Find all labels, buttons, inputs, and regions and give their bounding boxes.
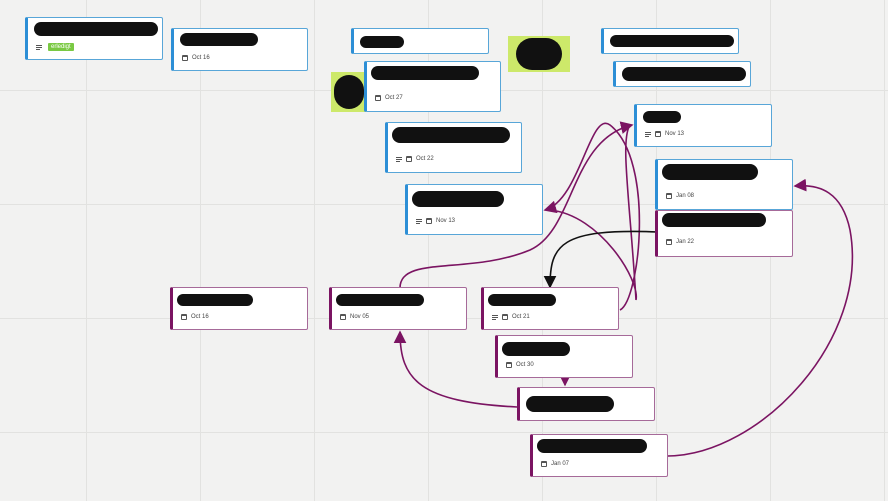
due-date: Jan 08 [676,193,695,199]
redacted-title [34,22,158,36]
redacted-title [537,439,647,453]
calendar-icon [541,461,547,467]
calendar-icon [666,239,672,245]
card[interactable]: Oct 30 [495,335,633,378]
redacted-title [502,342,570,356]
redacted-title [336,294,424,306]
redacted-text [334,75,364,109]
calendar-icon [655,131,661,137]
due-date: Nov 05 [350,314,370,320]
card[interactable]: Oct 27 [364,61,501,112]
redacted-title [622,67,746,81]
card[interactable]: Nov 13 [405,184,543,235]
card[interactable]: Oct 16 [170,287,308,330]
card[interactable]: Oct 21 [481,287,619,330]
redacted-title [177,294,253,306]
calendar-icon [182,55,188,61]
due-date: Oct 16 [191,314,209,320]
card[interactable]: Jan 08 [655,159,793,210]
redacted-title [526,396,614,412]
redacted-title [412,191,504,207]
redacted-title [371,66,479,80]
card[interactable]: Oct 22 [385,122,522,173]
due-date: Jan 07 [551,461,570,467]
card[interactable]: Nov 05 [329,287,467,330]
redacted-title [180,33,258,46]
redacted-title [662,164,758,180]
due-date: Oct 22 [416,156,434,162]
sticky-note[interactable] [331,72,367,112]
redacted-title [643,111,681,123]
due-date: Oct 30 [516,362,534,368]
card[interactable]: Nov 13 [634,104,772,147]
due-date: Oct 27 [385,95,403,101]
redacted-title [610,35,734,47]
redacted-text [516,38,562,70]
calendar-icon [502,314,508,320]
connector-arrow[interactable] [549,124,637,301]
redacted-title [488,294,556,306]
description-icon [645,131,651,137]
redacted-title [360,36,404,48]
calendar-icon [506,362,512,368]
card[interactable]: Oct 16 [171,28,308,71]
description-icon [416,218,422,224]
card[interactable]: Jan 07 [530,434,668,477]
calendar-icon [375,95,381,101]
calendar-icon [406,156,412,162]
calendar-icon [426,218,432,224]
connector-arrow[interactable] [393,330,518,408]
due-date: Oct 16 [192,55,210,61]
card[interactable] [351,28,489,54]
card[interactable] [601,28,739,54]
connector-arrow[interactable] [667,178,854,457]
redacted-title [392,127,510,143]
connector-arrow[interactable] [543,230,659,289]
due-date: Jan 22 [676,239,695,245]
due-date: Oct 21 [512,314,530,320]
calendar-icon [340,314,346,320]
status-tag: erledigt [48,43,74,51]
description-icon [36,45,42,50]
card[interactable] [613,61,751,87]
connector-arrow[interactable] [399,121,634,289]
card[interactable]: erledigt [25,17,163,60]
description-icon [492,314,498,320]
due-date: Nov 13 [436,218,456,224]
card[interactable]: Jan 22 [655,210,793,257]
redacted-title [662,213,766,227]
sticky-note[interactable] [508,36,570,72]
calendar-icon [666,193,672,199]
calendar-icon [181,314,187,320]
description-icon [396,156,402,162]
card[interactable] [517,387,655,421]
due-date: Nov 13 [665,131,685,137]
